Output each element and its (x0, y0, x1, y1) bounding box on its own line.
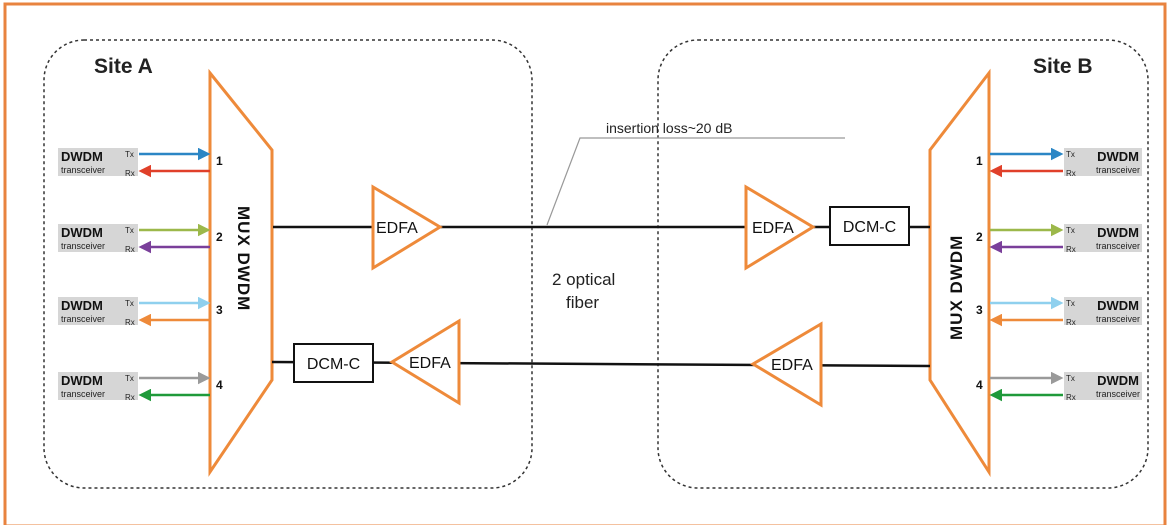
fiber-label-line1: 2 optical (552, 270, 615, 289)
mux-site-a (208, 68, 274, 477)
tx-label-a-2: Tx (125, 226, 134, 235)
edfa-a-top-label: EDFA (376, 220, 418, 237)
site-b-boundary (657, 39, 1149, 489)
edfa-b-top (744, 184, 816, 271)
loss-leader-line (546, 137, 845, 226)
transceiver-a-3-bg (58, 297, 138, 325)
site-a-channels: DWDMtransceiverTxRx1DWDMtransceiverTxRx2… (58, 147, 223, 402)
transceiver-a-1-bg (58, 148, 138, 176)
site-a-title: Site A (94, 55, 153, 78)
edfa-a-top (371, 184, 443, 271)
transceiver-a-2-bg (58, 224, 138, 252)
edfa-b-bottom-label: EDFA (771, 357, 813, 374)
channel-number-b-1: 1 (976, 154, 983, 168)
transceiver-b-4-sublabel: transceiver (1096, 389, 1140, 399)
channel-number-a-1: 1 (216, 154, 223, 168)
rx-label-a-2: Rx (125, 245, 135, 254)
rx-label-b-2: Rx (1066, 245, 1076, 254)
rx-label-b-1: Rx (1066, 169, 1076, 178)
mux-label-b: MUX DWDM (947, 235, 966, 340)
transceiver-a-3-label: DWDM (61, 298, 103, 313)
transceiver-a-4-sublabel: transceiver (61, 389, 105, 399)
site-a-boundary (43, 39, 533, 489)
transceiver-a-1-label: DWDM (61, 149, 103, 164)
transceiver-b-1-label: DWDM (1097, 149, 1139, 164)
edfa-b-bottom (750, 321, 823, 408)
rx-label-a-4: Rx (125, 393, 135, 402)
loss-label: insertion loss~20 dB (606, 120, 732, 136)
transceiver-b-2-bg (1064, 224, 1142, 252)
outer-border (3, 2, 1167, 525)
tx-label-b-2: Tx (1066, 226, 1075, 235)
transceiver-b-4-bg (1064, 372, 1142, 400)
rx-label-a-1: Rx (125, 169, 135, 178)
channel-number-b-4: 4 (976, 378, 983, 392)
transceiver-b-2-label: DWDM (1097, 225, 1139, 240)
tx-label-b-1: Tx (1066, 150, 1075, 159)
mux-site-b (928, 68, 991, 478)
channel-number-a-4: 4 (216, 378, 223, 392)
transceiver-b-3-bg (1064, 297, 1142, 325)
fiber-label-line2: fiber (566, 293, 599, 312)
tx-label-a-1: Tx (125, 150, 134, 159)
transceiver-a-4-label: DWDM (61, 373, 103, 388)
channel-number-a-3: 3 (216, 303, 223, 317)
transceiver-b-2-sublabel: transceiver (1096, 241, 1140, 251)
transceiver-a-2-label: DWDM (61, 225, 103, 240)
channel-number-b-2: 2 (976, 230, 983, 244)
transceiver-a-4-bg (58, 372, 138, 400)
channel-number-b-3: 3 (976, 303, 983, 317)
transceiver-b-1-bg (1064, 148, 1142, 176)
tx-label-a-4: Tx (125, 374, 134, 383)
transceiver-b-1-sublabel: transceiver (1096, 165, 1140, 175)
dcm-b-label: DCM-C (843, 219, 896, 236)
transceiver-a-1-sublabel: transceiver (61, 165, 105, 175)
edfa-a-bottom-label: EDFA (409, 355, 451, 372)
tx-label-b-4: Tx (1066, 374, 1075, 383)
dcm-a (293, 343, 374, 383)
site-b-channels: DWDMtransceiverTxRx1DWDMtransceiverTxRx2… (976, 147, 1142, 402)
transceiver-a-2-sublabel: transceiver (61, 241, 105, 251)
tx-label-a-3: Tx (125, 299, 134, 308)
edfa-b-top-label: EDFA (752, 220, 794, 237)
rx-label-b-4: Rx (1066, 393, 1076, 402)
transceiver-b-4-label: DWDM (1097, 373, 1139, 388)
edfa-a-bottom (389, 318, 461, 406)
transceiver-b-3-label: DWDM (1097, 298, 1139, 313)
transceiver-b-3-sublabel: transceiver (1096, 314, 1140, 324)
rx-label-b-3: Rx (1066, 318, 1076, 327)
channel-number-a-2: 2 (216, 230, 223, 244)
mux-label-a: MUX DWDM (234, 206, 253, 311)
rx-label-a-3: Rx (125, 318, 135, 327)
tx-label-b-3: Tx (1066, 299, 1075, 308)
site-b-title: Site B (1033, 55, 1093, 78)
transceiver-a-3-sublabel: transceiver (61, 314, 105, 324)
dcm-b (829, 206, 910, 246)
dcm-a-label: DCM-C (307, 356, 360, 373)
